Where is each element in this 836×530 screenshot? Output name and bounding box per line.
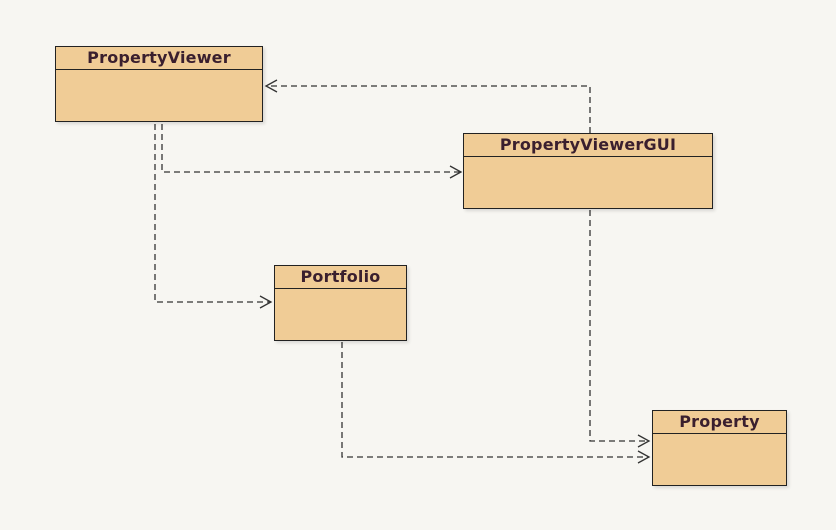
class-property-viewer[interactable]: PropertyViewer (55, 46, 263, 122)
arrowhead-to-viewer (264, 79, 278, 93)
class-portfolio[interactable]: Portfolio (274, 265, 407, 341)
dependency-viewer-to-portfolio (154, 124, 271, 303)
arrowhead-to-portfolio (259, 295, 273, 309)
dependency-gui-to-property (589, 210, 649, 442)
dependency-viewer-to-gui (161, 124, 461, 173)
arrowhead-gui-to-property (637, 434, 651, 448)
class-name-property: Property (653, 411, 786, 434)
dependency-gui-to-viewer (266, 85, 591, 133)
class-name-property-viewer: PropertyViewer (56, 47, 262, 70)
arrowhead-to-gui (449, 165, 463, 179)
class-name-property-viewer-gui: PropertyViewerGUI (464, 134, 712, 157)
dependency-portfolio-to-property (341, 342, 649, 458)
class-property-viewer-gui[interactable]: PropertyViewerGUI (463, 133, 713, 209)
arrowhead-portfolio-to-property (637, 450, 651, 464)
class-name-portfolio: Portfolio (275, 266, 406, 289)
class-property[interactable]: Property (652, 410, 787, 486)
